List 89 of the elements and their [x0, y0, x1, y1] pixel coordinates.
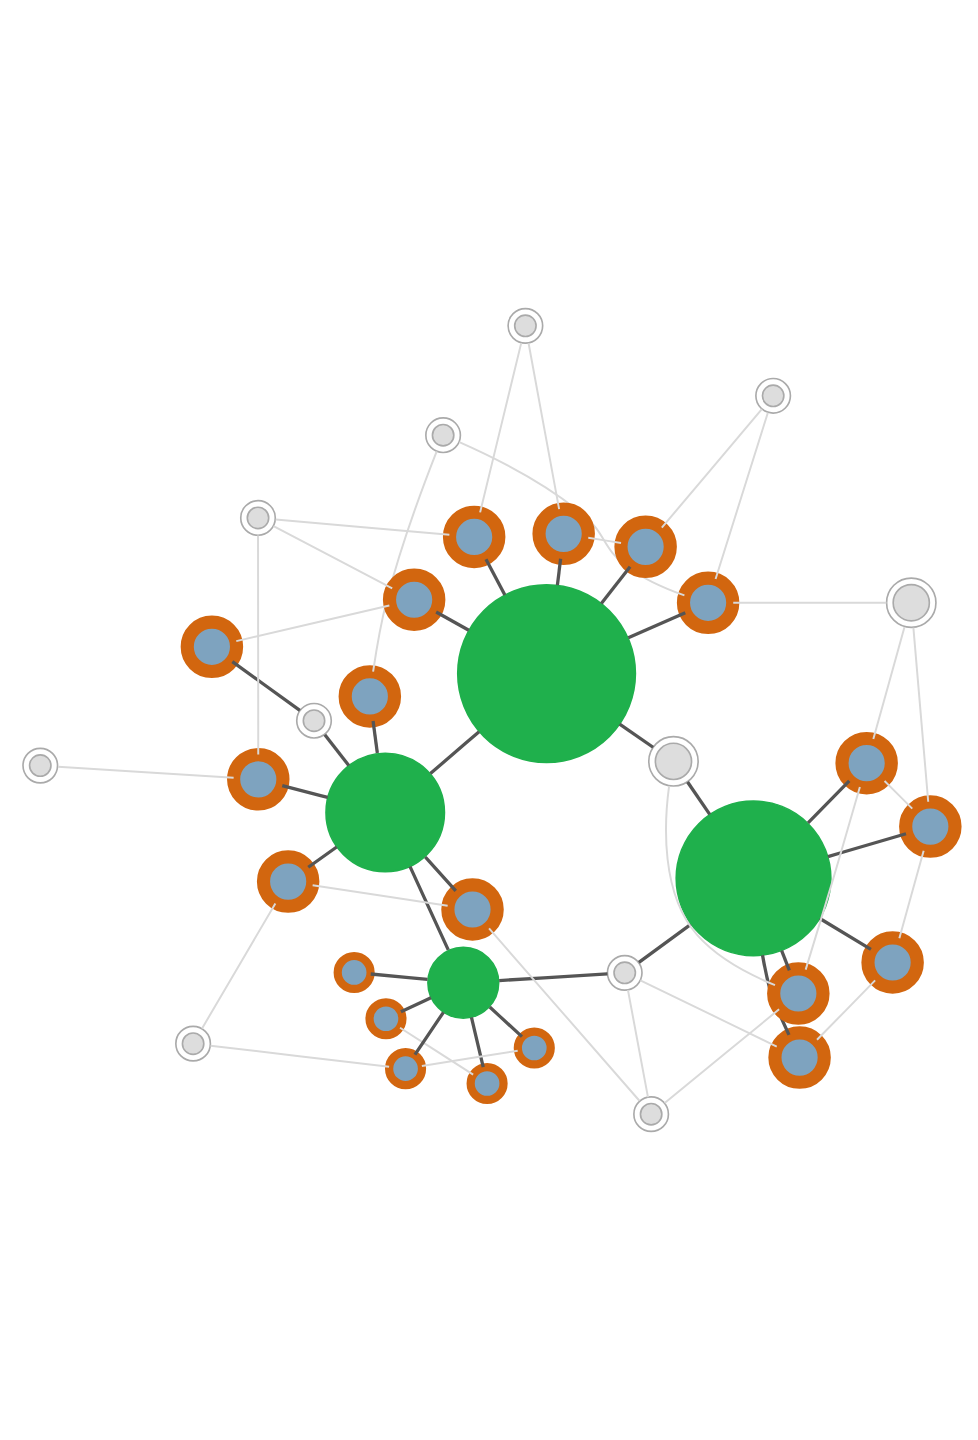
node-ring — [175, 1025, 212, 1062]
node-circle — [427, 946, 500, 1019]
connector — [488, 1005, 524, 1038]
connector — [732, 601, 888, 604]
connector — [372, 450, 438, 673]
connector — [484, 558, 507, 596]
node-flower — [442, 505, 506, 569]
node-ring — [295, 702, 333, 739]
node-flower — [466, 1063, 508, 1105]
connector — [399, 1026, 475, 1076]
connector — [626, 989, 649, 1099]
node-ring — [507, 307, 544, 344]
connector — [274, 518, 451, 536]
connector — [469, 1017, 485, 1068]
connector — [555, 558, 563, 586]
connector — [686, 781, 712, 816]
connector — [429, 730, 481, 775]
node-flower — [227, 748, 290, 811]
node-flower — [767, 962, 830, 1025]
connector — [413, 1011, 445, 1056]
connector — [714, 411, 769, 581]
connector — [663, 1008, 781, 1105]
node-flower — [676, 571, 740, 635]
connector — [400, 996, 432, 1014]
node-flower — [333, 951, 375, 993]
connector — [527, 342, 561, 511]
connector — [479, 342, 523, 514]
connector — [660, 408, 763, 529]
node-ring — [606, 954, 643, 991]
connector — [827, 832, 907, 859]
node-flower — [861, 931, 924, 994]
node-flower — [899, 795, 962, 858]
connector — [307, 845, 338, 869]
connector — [806, 779, 851, 824]
connector — [618, 722, 654, 749]
connector — [435, 610, 470, 632]
node-flower — [180, 615, 244, 679]
connector — [201, 902, 277, 1030]
node-circle — [675, 800, 832, 957]
node-ring — [885, 577, 937, 629]
connector — [665, 785, 776, 987]
connector — [499, 972, 608, 983]
connector — [587, 536, 622, 544]
node-flower — [768, 1026, 831, 1089]
connector — [371, 720, 379, 754]
connector — [420, 1049, 519, 1067]
node-flower — [532, 502, 595, 566]
connector — [323, 733, 351, 767]
connector — [804, 785, 861, 971]
node-flower — [385, 1048, 427, 1090]
connector — [818, 917, 872, 951]
connector — [637, 923, 692, 964]
node-flower — [256, 850, 320, 913]
node-flower — [338, 665, 402, 728]
connector — [816, 979, 877, 1041]
connector — [600, 565, 632, 605]
connector — [370, 972, 428, 981]
connector — [281, 784, 329, 800]
connector — [872, 626, 906, 741]
connector — [488, 927, 641, 1102]
node-circle — [456, 583, 637, 764]
connector — [780, 950, 791, 971]
node-flower — [441, 878, 504, 941]
node-ring — [425, 417, 462, 454]
connector — [639, 979, 778, 1048]
node-ring — [633, 1096, 670, 1133]
connector — [235, 604, 391, 643]
connector — [209, 1044, 391, 1068]
connector — [311, 884, 449, 907]
node-flower — [365, 998, 407, 1040]
connector — [883, 780, 914, 810]
node-flower — [513, 1027, 555, 1069]
node-flower — [382, 568, 446, 631]
node-flower — [835, 731, 898, 795]
connector — [57, 765, 235, 779]
node-ring — [647, 735, 699, 787]
connector — [912, 626, 930, 803]
connector — [257, 534, 260, 756]
node-ring — [755, 377, 792, 414]
node-flower — [614, 515, 677, 579]
connector — [898, 849, 925, 940]
connector — [231, 660, 301, 712]
node-ring — [239, 499, 277, 537]
connector — [424, 855, 457, 893]
connector — [408, 865, 450, 951]
node-ring — [22, 747, 59, 784]
connector — [627, 611, 686, 640]
connector — [272, 525, 394, 590]
node-circle — [325, 752, 446, 873]
